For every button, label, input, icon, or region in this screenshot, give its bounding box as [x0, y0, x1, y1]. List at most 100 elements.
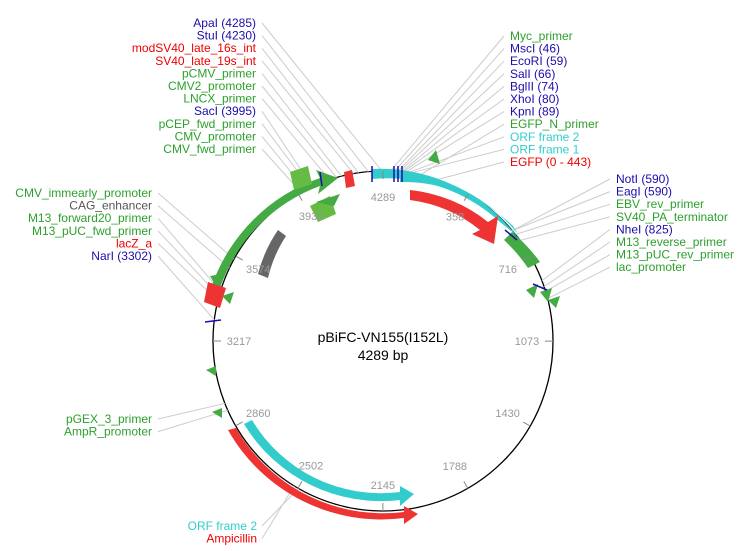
feature-label[interactable]: pGEX_3_primer — [66, 412, 152, 426]
feature-label[interactable]: SacI (3995) — [194, 104, 256, 118]
feature-label[interactable]: pCEP_fwd_primer — [159, 117, 256, 131]
nari-site-mark[interactable] — [204, 319, 222, 323]
feature-label[interactable]: M13_pUC_rev_primer — [616, 248, 734, 262]
saci-site-mark[interactable] — [319, 171, 323, 187]
feature-label[interactable]: XhoI (80) — [510, 92, 559, 106]
feature-label[interactable]: NheI (825) — [616, 222, 673, 236]
coordinate-ticks: 4289358716107314301788214525022860321735… — [212, 171, 554, 512]
m13-puc-rev-primer-arrow[interactable] — [540, 288, 552, 302]
tick-label: 358 — [446, 211, 464, 223]
leader-line — [261, 22, 383, 172]
tick-mark — [235, 255, 243, 261]
plasmid-size: 4289 bp — [358, 347, 409, 363]
leader-line — [261, 85, 337, 178]
feature-label[interactable]: ORF frame 1 — [510, 142, 580, 156]
leader-line — [261, 485, 295, 539]
leader-line — [512, 191, 611, 232]
tick-label: 2502 — [299, 461, 323, 473]
leader-line — [512, 178, 611, 232]
leader-line — [157, 402, 225, 420]
leader-line — [157, 255, 215, 321]
m13-forward-primer-arrow[interactable] — [210, 274, 222, 286]
lac-promoter-arrow[interactable] — [548, 296, 560, 308]
pgex-3-primer-arrow[interactable] — [206, 366, 216, 376]
feature-label[interactable]: MscI (46) — [510, 42, 560, 56]
feature-label[interactable]: ORF frame 2 — [510, 130, 580, 144]
tick-label: 1430 — [495, 408, 519, 420]
leader-line — [261, 47, 359, 174]
feature-label[interactable]: ApaI (4285) — [193, 16, 256, 30]
feature-label[interactable]: SV40_late_19s_int — [155, 54, 256, 68]
m13-reverse-primer-arrow[interactable] — [526, 284, 538, 298]
tick-mark — [297, 193, 303, 201]
feature-label[interactable]: LNCX_primer — [183, 92, 256, 106]
feature-label[interactable]: Ampicillin — [206, 532, 257, 546]
tick-label: 3574 — [246, 264, 270, 276]
feature-label[interactable]: ORF frame 2 — [188, 519, 258, 533]
leader-line — [261, 73, 342, 177]
feature-label[interactable]: SV40_PA_terminator — [616, 210, 728, 224]
feature-label[interactable]: NotI (590) — [616, 172, 669, 186]
feature-label[interactable]: EGFP_N_primer — [510, 117, 599, 131]
feature-label[interactable]: BglII (74) — [510, 79, 559, 93]
feature-label[interactable]: CMV_immearly_promoter — [15, 186, 152, 200]
feature-label[interactable]: StuI (4230) — [197, 29, 256, 43]
leader-line — [157, 205, 230, 269]
tick-label: 3932 — [299, 211, 323, 223]
feature-label[interactable]: M13_forward20_primer — [28, 211, 152, 225]
cmv-promoter-arc[interactable] — [290, 166, 312, 190]
sv40-late-int-arc[interactable] — [344, 170, 355, 188]
feature-arcs — [204, 150, 560, 524]
feature-label[interactable]: EGFP (0 - 443) — [510, 155, 591, 169]
m13-puc-fwd-primer-arrow[interactable] — [222, 292, 234, 304]
feature-label[interactable]: pCMV_primer — [182, 66, 256, 80]
tick-label: 3217 — [227, 336, 251, 348]
feature-label[interactable]: AmpR_promoter — [64, 425, 152, 439]
noti-site-mark[interactable] — [504, 229, 518, 241]
leader-line — [401, 86, 505, 173]
feature-label[interactable]: EagI (590) — [616, 185, 672, 199]
tick-label: 1073 — [515, 336, 539, 348]
pcmv-primer-arrow[interactable] — [316, 194, 340, 206]
egfp-arc[interactable] — [410, 190, 498, 244]
leader-line — [410, 148, 505, 174]
feature-label[interactable]: Myc_primer — [510, 29, 573, 43]
feature-label[interactable]: KpnI (89) — [510, 105, 559, 119]
cmv-immearly-promoter-arc[interactable] — [212, 170, 338, 288]
feature-label[interactable]: lac_promoter — [616, 260, 686, 274]
tick-label: 1788 — [443, 461, 467, 473]
lacz-a-arc[interactable] — [204, 282, 226, 308]
tick-mark — [463, 481, 469, 489]
feature-label[interactable]: NarI (3302) — [91, 249, 152, 263]
orf-frame-1-arc[interactable] — [400, 172, 518, 234]
orf-frame-2-bottom-arc[interactable] — [244, 420, 414, 506]
egfp-n-primer-arrow[interactable] — [428, 150, 440, 164]
feature-label[interactable]: modSV40_late_16s_int — [132, 41, 257, 55]
ampr-promoter-arrow[interactable] — [212, 408, 222, 418]
feature-label[interactable]: SalI (66) — [510, 67, 555, 81]
sv40-pa-terminator-arc[interactable] — [504, 232, 540, 268]
feature-label[interactable]: EcoRI (59) — [510, 54, 567, 68]
cag-enhancer-arc[interactable] — [258, 230, 286, 278]
feature-label[interactable]: M13_pUC_fwd_primer — [32, 224, 152, 238]
feature-label[interactable]: CMV2_promoter — [168, 79, 256, 93]
leader-line — [419, 123, 505, 176]
leader-line — [547, 266, 611, 300]
leader-line — [261, 98, 330, 180]
tick-mark — [523, 421, 531, 427]
tick-label: 716 — [499, 264, 517, 276]
tick-mark — [523, 255, 531, 261]
feature-label[interactable]: EBV_rev_primer — [616, 197, 704, 211]
leader-line — [541, 229, 611, 282]
nhei-site-mark[interactable] — [532, 283, 548, 291]
feature-label[interactable]: CMV_fwd_primer — [163, 142, 256, 156]
feature-labels: ApaI (4285)StuI (4230)modSV40_late_16s_i… — [15, 16, 734, 546]
feature-label[interactable]: CAG_enhancer — [69, 199, 152, 213]
ampicillin-arc[interactable] — [228, 428, 418, 524]
feature-label[interactable]: lacZ_a — [116, 236, 152, 250]
leader-line — [390, 35, 505, 172]
feature-label[interactable]: M13_reverse_primer — [616, 235, 727, 249]
feature-label[interactable]: CMV_promoter — [175, 129, 256, 143]
plasmid-name: pBiFC-VN155(I152L) — [318, 329, 449, 345]
